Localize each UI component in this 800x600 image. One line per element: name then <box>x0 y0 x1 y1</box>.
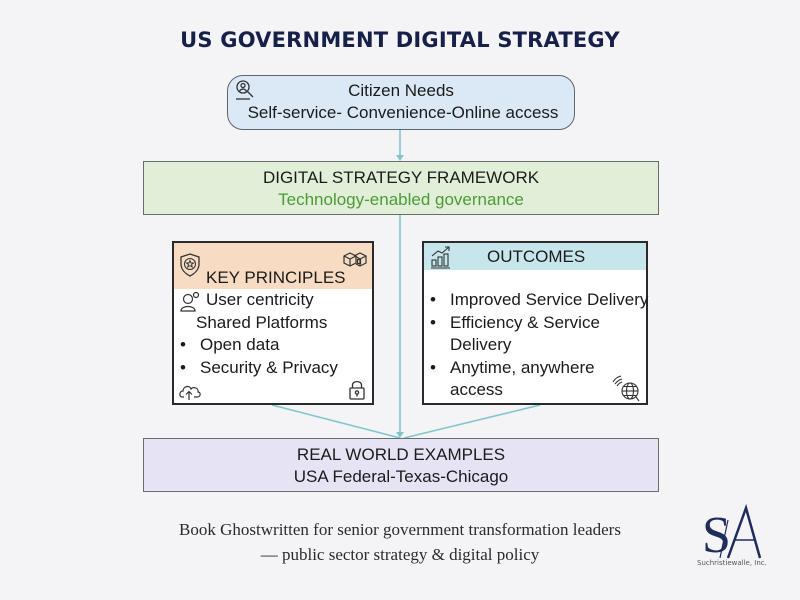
outcomes-header: OUTCOMES <box>424 243 646 270</box>
framework-title: DIGITAL STRATEGY FRAMEWORK <box>262 168 540 187</box>
framework-box: DIGITAL STRATEGY FRAMEWORK Technology-en… <box>143 161 659 215</box>
outcome-item-1: •Efficiency & Service Delivery <box>430 312 600 355</box>
real-world-examples-box: REAL WORLD EXAMPLES USA Federal-Texas-Ch… <box>143 438 659 492</box>
citizen-needs-title: Citizen Needs <box>348 81 454 100</box>
growth-chart-icon <box>431 246 450 269</box>
cubes-icon <box>343 252 367 267</box>
principle-item-3: •Security & Privacy <box>180 357 338 377</box>
logo-monogram-s: S <box>702 507 731 564</box>
user-icon <box>180 291 200 312</box>
cloud-upload-icon <box>179 385 201 400</box>
citizen-needs-box: Citizen Needs Self-service- Convenience-… <box>227 75 575 130</box>
search-person-icon <box>236 80 254 100</box>
key-principles-header: KEY PRINCIPLES <box>174 243 372 289</box>
principle-item-0: User centricity <box>206 290 314 309</box>
examples-subtitle: USA Federal-Texas-Chicago <box>293 467 509 486</box>
outcome-item-0: •Improved Service Delivery <box>430 290 649 309</box>
company-logo: S <box>702 503 762 564</box>
shield-star-icon <box>180 253 200 277</box>
globe-wifi-icon <box>612 375 640 402</box>
lock-icon <box>349 380 365 400</box>
caption: Book Ghostwritten for senior government … <box>100 517 700 567</box>
logo-company-name: Suchristiewalle, Inc. <box>697 559 767 567</box>
principle-item-1: Shared Platforms <box>196 312 328 332</box>
citizen-needs-subtitle: Self-service- Convenience-Online access <box>247 103 559 122</box>
examples-title: REAL WORLD EXAMPLES <box>296 445 506 464</box>
outcome-item-2: •Anytime, anywhere access <box>430 357 595 400</box>
framework-subtitle: Technology-enabled governance <box>278 190 524 209</box>
key-principles-title: KEY PRINCIPLES <box>206 268 346 287</box>
key-principles-panel: KEY PRINCIPLES User centricity Shared Pl… <box>172 241 374 405</box>
outcomes-panel: OUTCOMES •Improved Service Delivery •Eff… <box>422 241 648 405</box>
page-title: US GOVERNMENT DIGITAL STRATEGY <box>180 28 620 52</box>
caption-line-2: — public sector strategy & digital polic… <box>260 545 540 564</box>
outcomes-title: OUTCOMES <box>487 247 586 266</box>
principle-item-2: •Open data <box>180 335 280 354</box>
caption-line-1: Book Ghostwritten for senior government … <box>179 520 621 539</box>
